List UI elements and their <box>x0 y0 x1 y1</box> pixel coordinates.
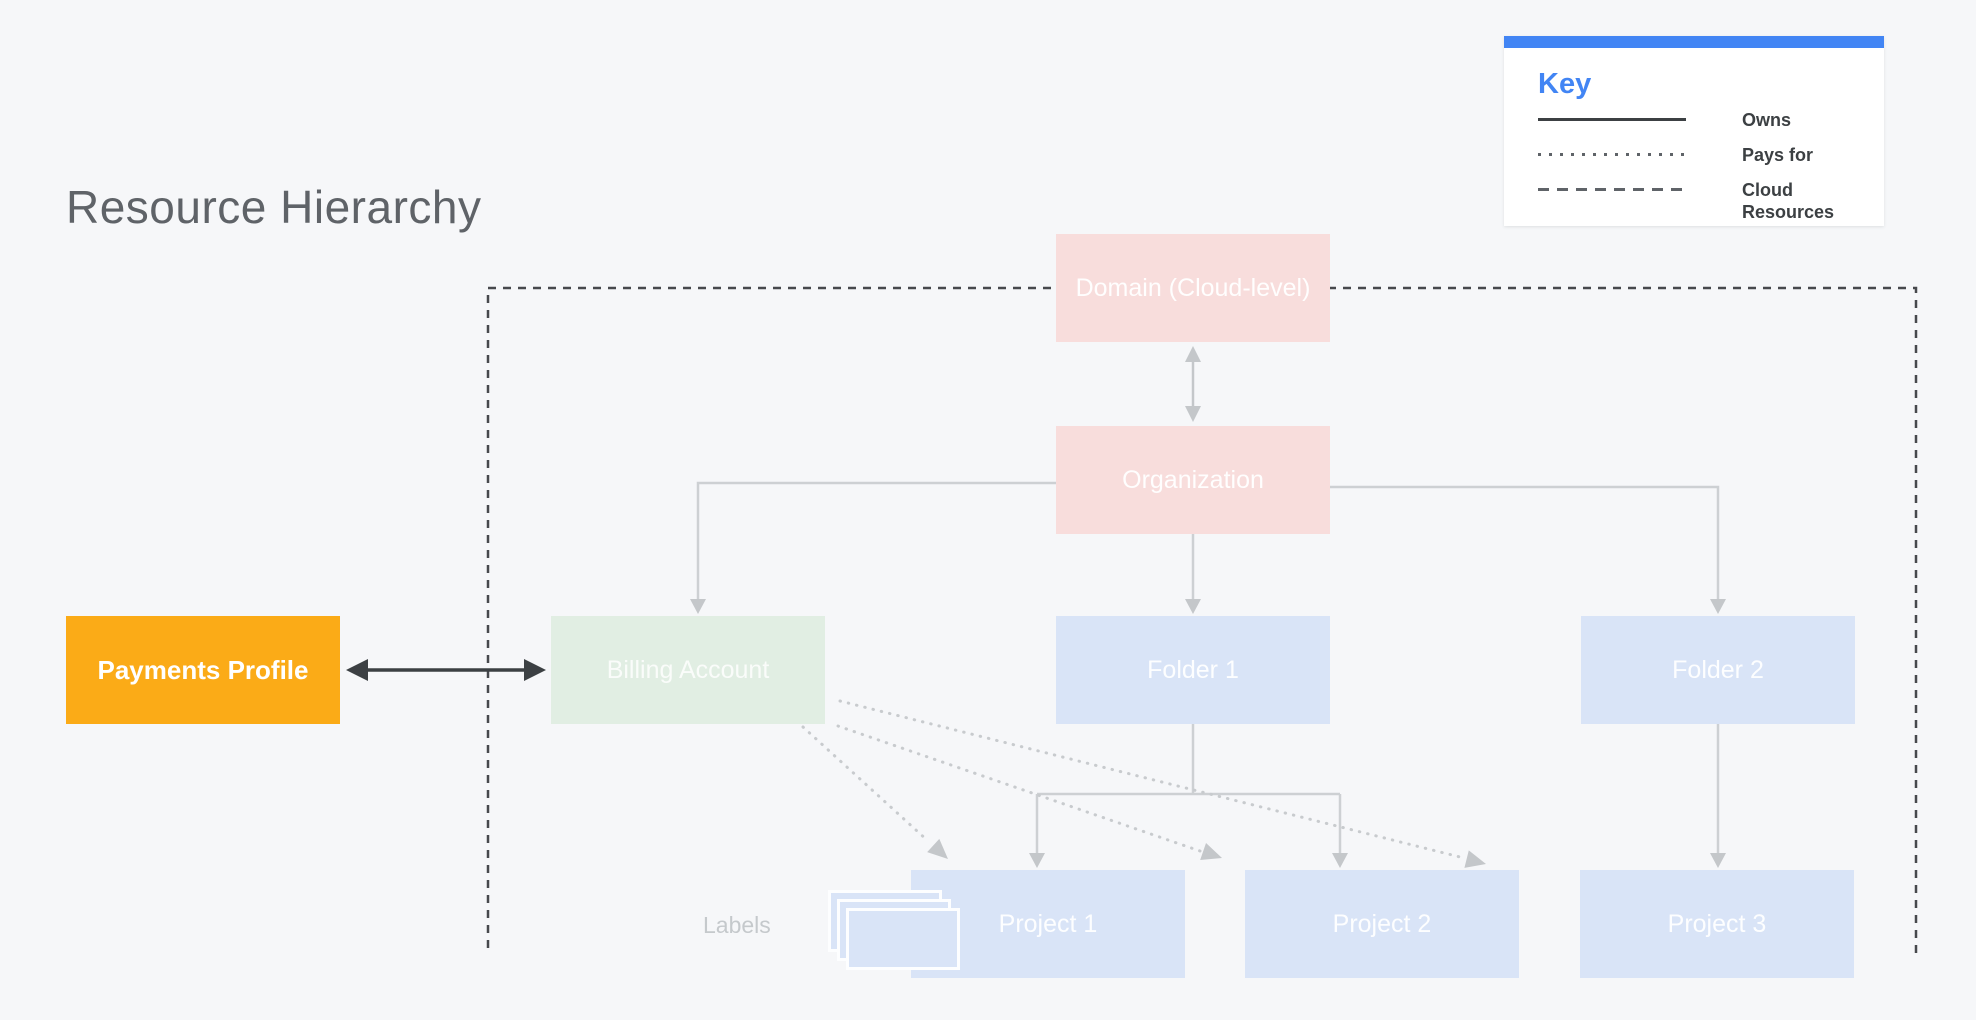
legend-row-owns: Owns <box>1538 109 1860 131</box>
billing-pays-for-rays <box>801 699 1466 860</box>
legend-row-pays-for: Pays for <box>1538 144 1860 166</box>
node-billing-account: Billing Account <box>551 616 825 724</box>
legend-card: Key Owns Pays for Cloud Resources <box>1504 36 1884 226</box>
label-card-front <box>846 908 960 970</box>
payments-billing-double-arrow <box>346 659 546 681</box>
organization-billing-connector <box>690 481 1056 614</box>
pays-for-project1-line <box>801 725 930 843</box>
organization-folder1-connector <box>1185 534 1201 614</box>
domain-organization-double-arrow <box>1185 346 1201 422</box>
dashed-line-sample <box>1538 188 1686 191</box>
legend-title: Key <box>1538 68 1592 100</box>
page-title: Resource Hierarchy <box>66 181 482 233</box>
cloud-resources-boundary-dashed-line <box>486 286 1918 955</box>
pays-for-project3-line <box>838 699 1466 860</box>
dotted-line-sample <box>1538 153 1686 156</box>
node-domain: Domain (Cloud-level) <box>1056 234 1330 342</box>
organization-folder2-connector <box>1330 485 1726 614</box>
legend-row-cloud-resources: Cloud Resources <box>1538 179 1860 223</box>
pays-for-project2-line <box>836 724 1202 853</box>
node-organization: Organization <box>1056 426 1330 534</box>
labels-cards-icon <box>828 890 968 980</box>
node-folder-1: Folder 1 <box>1056 616 1330 724</box>
legend-label: Pays for <box>1742 145 1814 165</box>
solid-line-sample <box>1538 118 1686 121</box>
labels-caption: Labels <box>703 912 771 938</box>
node-folder-2: Folder 2 <box>1581 616 1855 724</box>
legend-label: Cloud Resources <box>1742 180 1835 222</box>
legend-accent-bar <box>1504 36 1884 48</box>
folder2-project3-connector <box>1710 724 1726 868</box>
folder1-projects-connector <box>1029 724 1348 868</box>
node-project-3: Project 3 <box>1580 870 1854 978</box>
pays-for-arrowheads <box>927 838 1486 868</box>
legend-label: Owns <box>1742 110 1792 130</box>
node-payments-profile: Payments Profile <box>66 616 340 724</box>
node-project-2: Project 2 <box>1245 870 1519 978</box>
